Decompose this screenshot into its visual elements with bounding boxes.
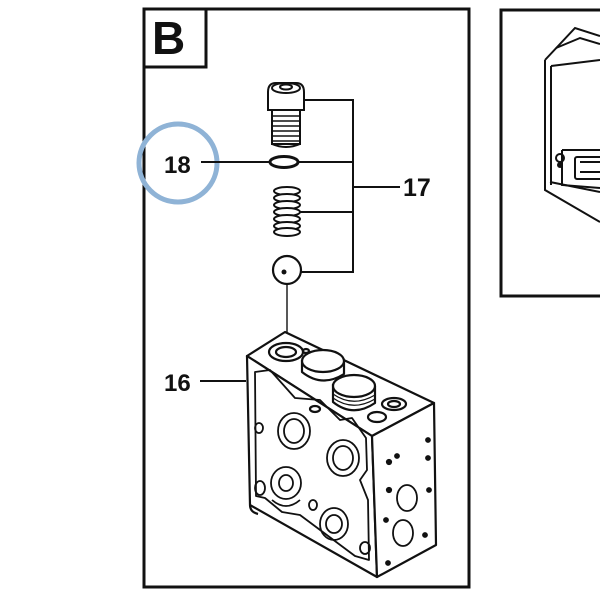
- panel-b-badge-box: [142, 7, 208, 69]
- spring: [273, 186, 301, 237]
- check-ball: [271, 254, 303, 286]
- panel-right: [499, 8, 600, 298]
- valve-body: [245, 330, 438, 579]
- plug: [267, 82, 305, 148]
- callout-17-bracket: [299, 99, 400, 273]
- callout-16-label: 16: [164, 370, 191, 397]
- top-ports: [267, 341, 408, 424]
- valve-body-right-face: [370, 401, 438, 579]
- panel-b-badge: B: [152, 12, 185, 64]
- callout-17-label: 17: [403, 174, 431, 202]
- front-face-details: [254, 369, 371, 561]
- right-face-details: [383, 437, 432, 566]
- callout-18-label: 18: [164, 152, 191, 179]
- right-block-drawing: [544, 26, 600, 223]
